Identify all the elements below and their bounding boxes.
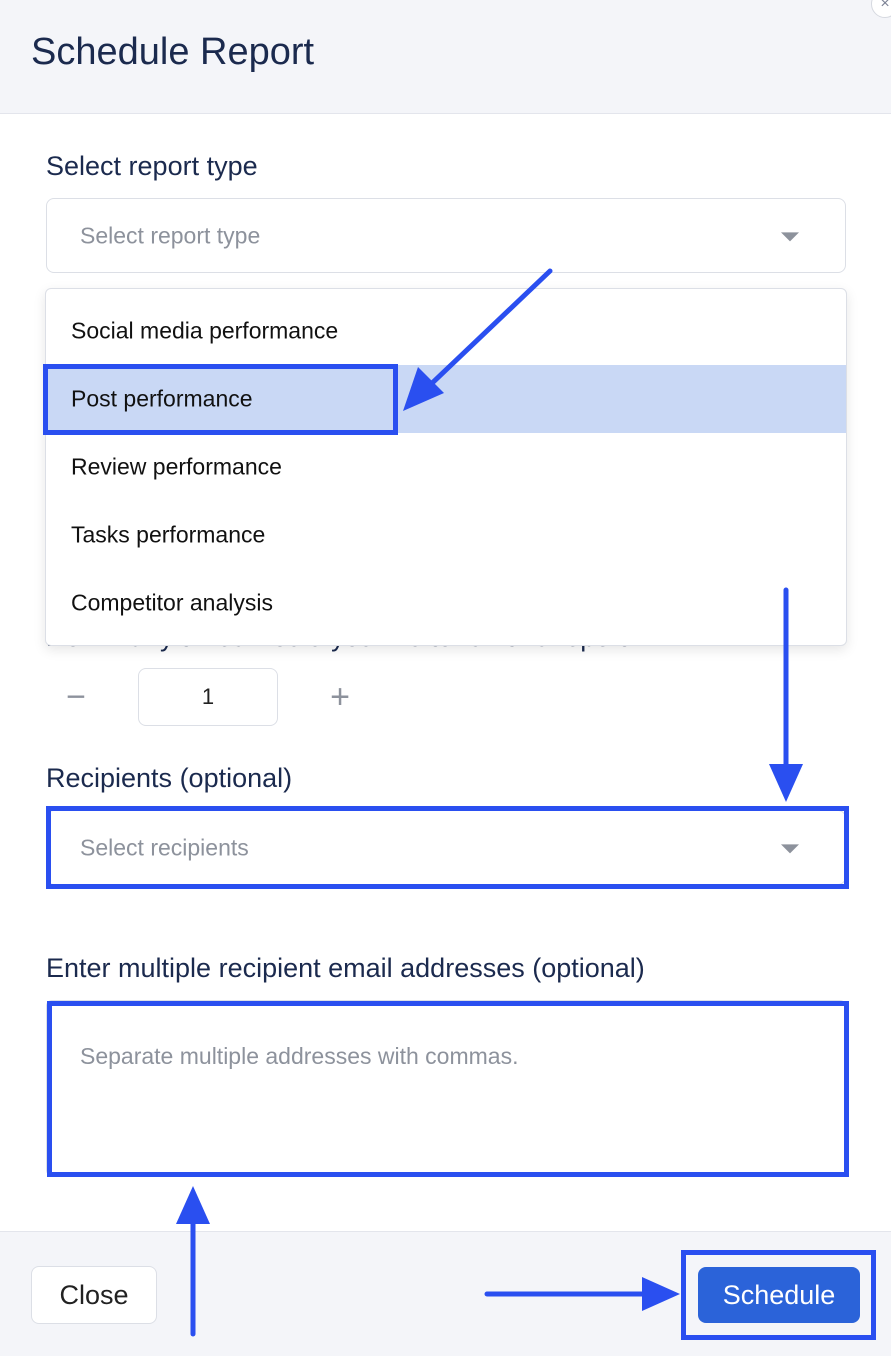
increment-button[interactable]: + <box>330 678 350 716</box>
modal-header: Schedule Report <box>0 0 891 114</box>
chevron-down-icon <box>781 231 799 241</box>
decrement-button[interactable]: − <box>66 678 86 716</box>
dropdown-option-label: Competitor analysis <box>71 589 273 616</box>
dropdown-option-label: Social media performance <box>71 317 339 344</box>
run-count-input[interactable]: 1 <box>138 668 278 726</box>
report-type-label: Select report type <box>46 151 258 181</box>
dropdown-option-review-performance[interactable]: Review performance <box>46 433 846 501</box>
report-type-select[interactable]: Select report type <box>46 198 846 273</box>
dropdown-option-post-performance[interactable]: Post performance <box>46 365 846 433</box>
recipients-select[interactable]: Select recipients <box>46 810 846 885</box>
modal-title: Schedule Report <box>31 31 315 73</box>
close-icon[interactable]: × <box>871 0 891 18</box>
dropdown-option-social-media-performance[interactable]: Social media performance <box>46 297 846 365</box>
emails-textarea[interactable]: Separate multiple addresses with commas. <box>46 1000 846 1176</box>
recipients-label: Recipients (optional) <box>46 763 293 793</box>
close-button[interactable]: Close <box>31 1266 157 1324</box>
dropdown-option-competitor-analysis[interactable]: Competitor analysis <box>46 569 846 637</box>
report-type-dropdown: Social media performance Post performanc… <box>45 288 847 646</box>
arrow-head <box>176 1186 210 1224</box>
dropdown-option-label: Post performance <box>71 385 253 412</box>
chevron-down-icon <box>781 843 799 853</box>
arrow-head <box>769 764 803 802</box>
emails-label: Enter multiple recipient email addresses… <box>46 953 645 983</box>
dropdown-option-tasks-performance[interactable]: Tasks performance <box>46 501 846 569</box>
schedule-button[interactable]: Schedule <box>698 1267 860 1323</box>
emails-placeholder: Separate multiple addresses with commas. <box>80 1043 519 1069</box>
dropdown-option-label: Tasks performance <box>71 521 266 548</box>
dropdown-option-label: Review performance <box>71 453 282 480</box>
recipients-placeholder: Select recipients <box>80 834 249 860</box>
report-type-placeholder: Select report type <box>80 222 261 248</box>
